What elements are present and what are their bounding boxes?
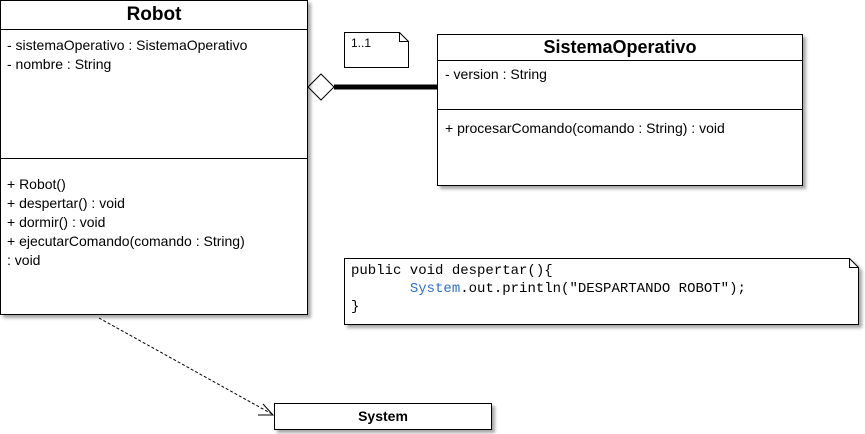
robot-class[interactable]: Robot - sistemaOperativo : SistemaOperat…	[0, 0, 308, 315]
system-class[interactable]: System	[274, 403, 492, 430]
multiplicity-note[interactable]: 1..1	[344, 32, 409, 68]
dependency-arrowhead	[258, 403, 275, 416]
robot-class-name: Robot	[126, 4, 182, 25]
sistema-operativo-operation: + procesarComando(comando : String) : vo…	[445, 120, 725, 136]
robot-attribute: - sistemaOperativo : SistemaOperativo	[7, 37, 248, 53]
multiplicity-text: 1..1	[351, 36, 372, 50]
code-line-3: }	[351, 299, 360, 315]
sistema-operativo-class[interactable]: SistemaOperativo - version : String + pr…	[437, 34, 803, 186]
code-note[interactable]: public void despertar(){ System.out.prin…	[344, 258, 862, 328]
code-class-token: System	[409, 281, 461, 297]
code-indent	[351, 281, 410, 297]
sistema-operativo-attribute: - version : String	[445, 66, 547, 82]
robot-operation: + despertar() : void	[7, 195, 125, 211]
code-note-shape	[344, 258, 859, 325]
robot-operation: : void	[7, 252, 41, 268]
note-shape	[344, 32, 409, 68]
sistema-operativo-class-name: SistemaOperativo	[543, 37, 697, 57]
robot-attribute: - nombre : String	[7, 56, 112, 72]
aggregation-diamond	[307, 73, 335, 101]
code-line-1: public void despertar(){	[351, 263, 553, 279]
code-statement: .out.println("DESPARTANDO ROBOT");	[460, 281, 746, 297]
code-block: public void despertar(){ System.out.prin…	[351, 262, 746, 316]
code-line-2: System.out.println("DESPARTANDO ROBOT");	[351, 280, 746, 298]
robot-operation: + ejecutarComando(comando : String)	[7, 233, 245, 249]
robot-operation: + Robot()	[7, 176, 66, 192]
robot-operations: + Robot() + despertar() : void + dormir(…	[7, 175, 245, 270]
robot-operation: + dormir() : void	[7, 214, 106, 230]
sistema-operativo-attributes: - version : String	[445, 65, 547, 84]
sistema-operativo-operations: + procesarComando(comando : String) : vo…	[445, 119, 725, 138]
dependency-line	[98, 317, 273, 415]
robot-attributes: - sistemaOperativo : SistemaOperativo - …	[7, 36, 247, 74]
system-class-name: System	[358, 408, 408, 424]
